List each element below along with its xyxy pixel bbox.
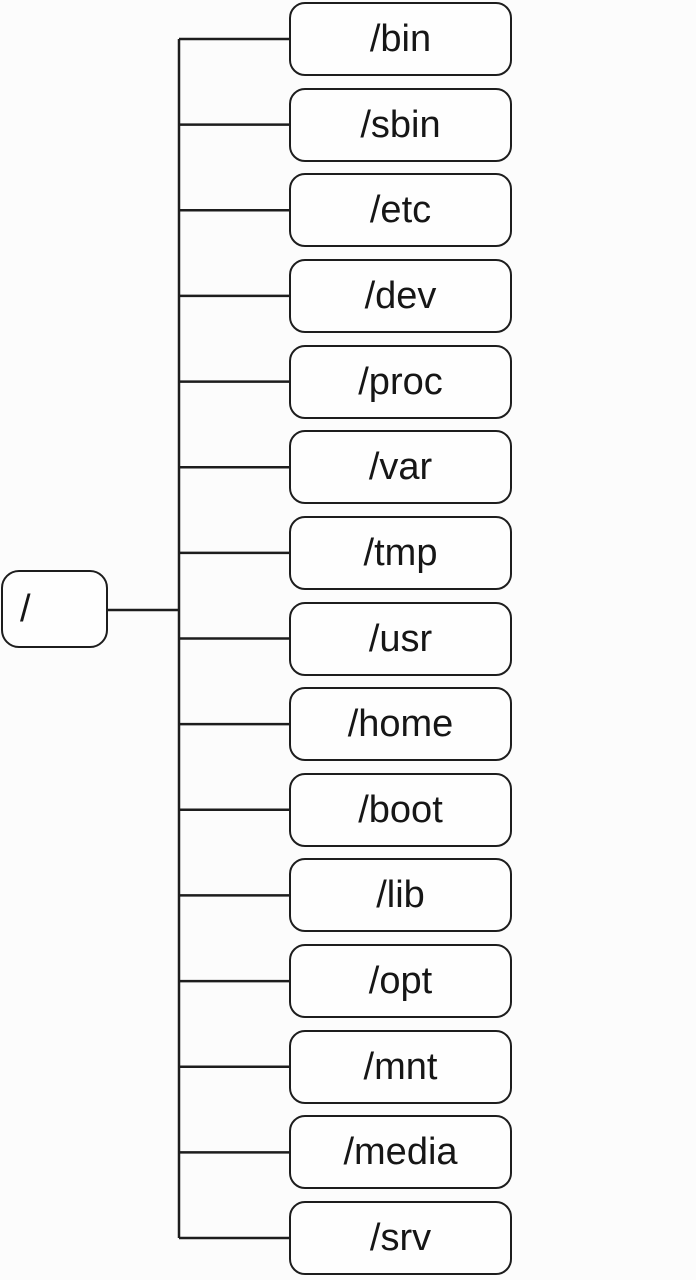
dir-node-var: /var <box>289 430 512 505</box>
dir-node-etc: /etc <box>289 173 512 248</box>
dir-node-sbin: /sbin <box>289 87 512 162</box>
root-node: / <box>1 570 108 648</box>
dir-node-label: /lib <box>376 874 425 917</box>
dir-node-label: /tmp <box>363 531 438 574</box>
dir-node-label: /proc <box>358 360 443 403</box>
dir-node-label: /opt <box>368 960 433 1003</box>
dir-node-bin: /bin <box>289 2 512 76</box>
dir-node-label: /bin <box>369 18 432 60</box>
dir-node-srv: /srv <box>289 1201 512 1275</box>
dir-node-opt: /opt <box>289 944 512 1019</box>
dir-node-home: /home <box>289 687 512 762</box>
dir-node-lib: /lib <box>289 858 512 933</box>
dir-node-tmp: /tmp <box>289 515 512 590</box>
dir-node-boot: /boot <box>289 772 512 847</box>
dir-node-label: /dev <box>364 274 437 317</box>
dir-node-label: /usr <box>368 617 433 660</box>
dir-node-label: /mnt <box>363 1045 438 1088</box>
dir-node-usr: /usr <box>289 601 512 676</box>
dir-node-mnt: /mnt <box>289 1029 512 1104</box>
dir-node-label: /media <box>343 1131 458 1174</box>
dir-node-proc: /proc <box>289 344 512 419</box>
dir-node-label: /home <box>347 703 454 746</box>
dir-node-label: /srv <box>369 1217 432 1259</box>
root-node-label: / <box>20 588 31 630</box>
dir-node-dev: /dev <box>289 258 512 333</box>
dir-node-label: /sbin <box>360 103 441 146</box>
dir-node-label: /etc <box>369 189 432 232</box>
dir-node-label: /var <box>368 446 433 489</box>
dir-node-label: /boot <box>358 788 443 831</box>
dir-node-media: /media <box>289 1115 512 1190</box>
